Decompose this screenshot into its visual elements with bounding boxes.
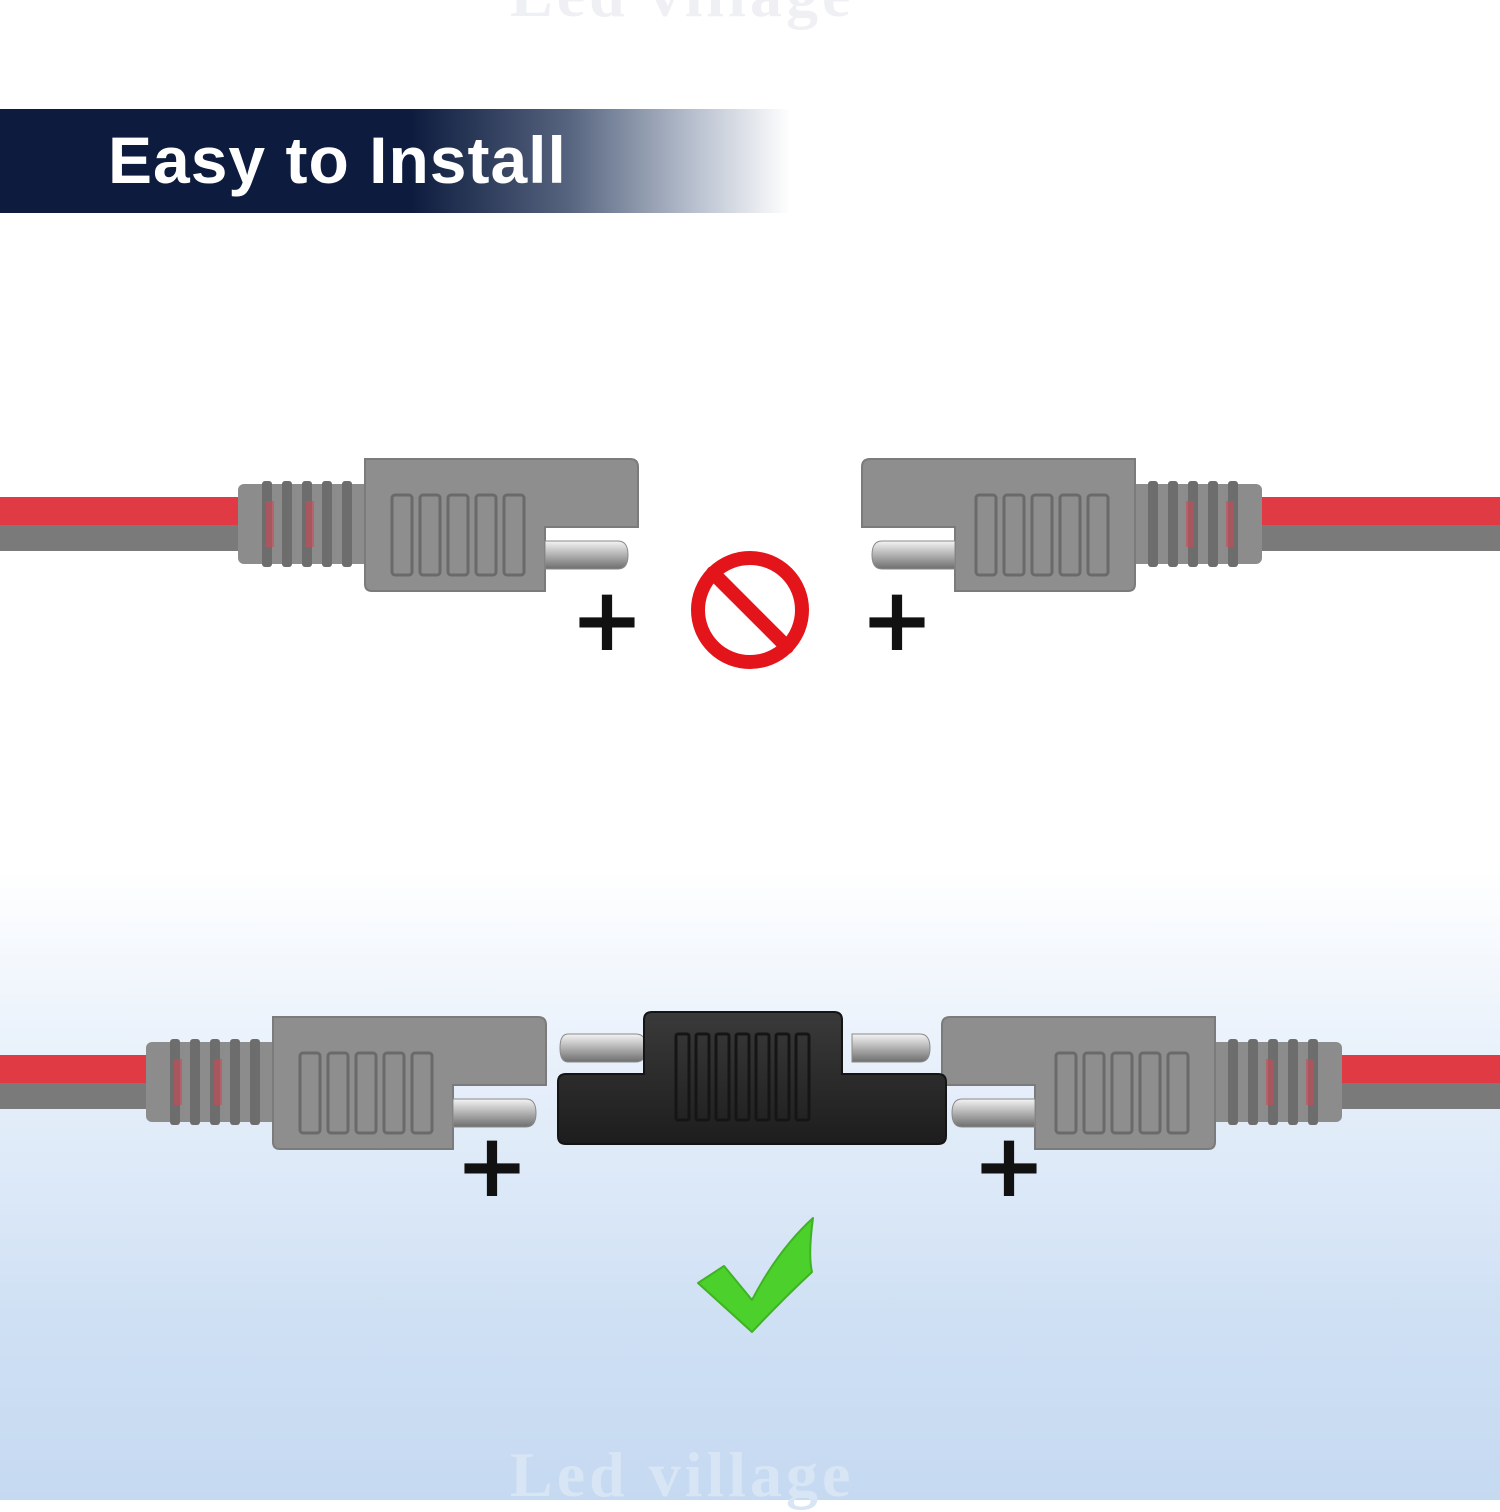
sae-plug-right-top <box>860 457 1500 593</box>
title-banner <box>0 109 790 213</box>
plus-label-top-left: + <box>570 568 644 671</box>
checkmark-icon <box>697 1217 814 1333</box>
watermark-top: Led village <box>510 0 854 32</box>
watermark-bottom: Led village <box>510 1439 855 1510</box>
plus-label-bottom-left: + <box>455 1114 529 1217</box>
plus-label-top-right: + <box>860 568 934 671</box>
sae-polarity-adapter <box>557 1011 947 1145</box>
sae-plug-left-top <box>0 457 640 593</box>
banner-title: Easy to Install <box>108 123 567 197</box>
no-entry-icon <box>691 551 809 669</box>
plus-label-bottom-right: + <box>972 1114 1046 1217</box>
